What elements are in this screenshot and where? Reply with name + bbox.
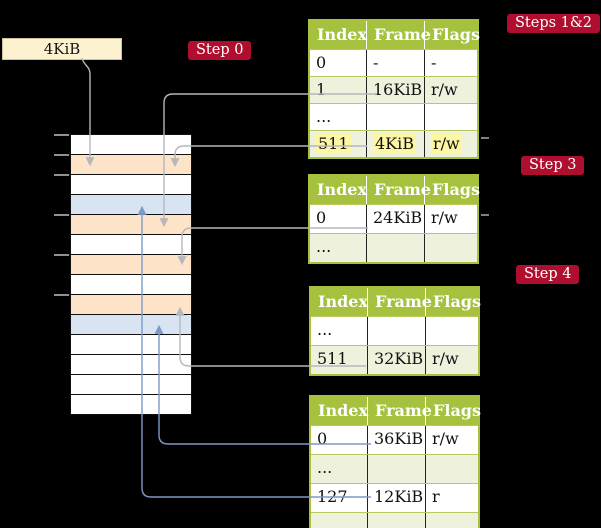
memory-frame-row-3-free <box>71 175 191 195</box>
memory-frame-row-4-data <box>71 195 191 215</box>
memory-frame-row-14-free <box>71 395 191 414</box>
column-header: Flags <box>433 401 481 420</box>
pte-cell: 0 <box>310 205 367 233</box>
pte-cell: 4KiB <box>367 131 425 157</box>
memory-frame-row-7-table <box>71 255 191 275</box>
pte-cell: - <box>431 53 437 72</box>
pte-cell: r/w <box>431 134 462 153</box>
memory-frame-row-6-free <box>71 235 191 255</box>
pte-row: 0-- <box>310 49 477 76</box>
memory-frame-row-9-table <box>71 295 191 315</box>
column-header: Index <box>310 176 367 204</box>
pte-row: ... <box>310 233 477 262</box>
pte-cell: r <box>432 487 440 506</box>
physical-memory-column <box>70 134 192 415</box>
address-tick <box>54 294 69 296</box>
pte-cell: 0 <box>310 50 367 76</box>
badge-step-3: Step 3 <box>521 156 585 175</box>
pte-cell: 16KiB <box>367 77 425 103</box>
address-tick <box>54 134 69 136</box>
column-header: Flags <box>433 292 481 311</box>
pte-cell: 32KiB <box>368 346 426 374</box>
pte-cell: ... <box>311 513 368 528</box>
badge-steps-1-2: Steps 1&2 <box>507 14 601 33</box>
pte-cell: r/w <box>432 349 459 368</box>
column-header: Frame <box>367 176 431 204</box>
memory-frame-row-8-free <box>71 275 191 295</box>
pte-cell <box>368 455 426 483</box>
pte-cell <box>425 234 477 262</box>
memory-frame-row-1-free <box>71 135 191 155</box>
memory-frame-row-5-table <box>71 215 191 235</box>
pte-cell <box>426 317 478 345</box>
pte-cell: ... <box>310 104 367 130</box>
column-header: Frame <box>368 288 432 316</box>
pte-cell <box>426 513 478 528</box>
pte-cell: 1 <box>310 77 367 103</box>
column-header: Index <box>311 288 368 316</box>
pte-cell: - <box>367 50 425 76</box>
address-tick <box>54 174 69 176</box>
pte-cell: 511 <box>311 346 368 374</box>
pte-cell <box>425 104 477 130</box>
memory-frame-row-10-data <box>71 315 191 335</box>
column-header: Flags <box>432 25 480 44</box>
pte-cell: r/w <box>431 208 458 227</box>
pte-row: ... <box>311 454 478 483</box>
pte-row: ... <box>311 316 478 345</box>
memory-frame-row-2-table <box>71 155 191 175</box>
column-header: Frame <box>368 397 432 425</box>
pte-row: ... <box>311 512 478 528</box>
memory-frame-row-13-free <box>71 375 191 395</box>
pte-cell: 0 <box>311 426 368 454</box>
pte-cell: r/w <box>432 429 459 448</box>
pte-cell: r/w <box>431 80 458 99</box>
pte-cell: 12KiB <box>368 484 426 512</box>
address-tick <box>54 154 69 156</box>
pte-cell <box>426 455 478 483</box>
pte-cell <box>367 104 425 130</box>
column-header: Index <box>310 21 367 49</box>
pte-cell: 127 <box>311 484 368 512</box>
column-header: Flags <box>432 180 480 199</box>
badge-step-4: Step 4 <box>516 265 580 284</box>
pte-cell: ... <box>311 317 368 345</box>
badge-step-0: Step 0 <box>188 41 252 60</box>
root-table-pointer-box: 4KiB <box>2 38 122 60</box>
pte-cell: 511 <box>310 131 367 157</box>
memory-frame-row-11-free <box>71 335 191 355</box>
pte-cell <box>367 234 425 262</box>
pte-cell <box>368 317 426 345</box>
column-header: Index <box>311 397 368 425</box>
pte-cell: ... <box>311 455 368 483</box>
pte-cell: 24KiB <box>367 205 425 233</box>
pte-cell: 36KiB <box>368 426 426 454</box>
pte-row: ... <box>310 103 477 130</box>
pte-cell: ... <box>310 234 367 262</box>
column-header: Frame <box>367 21 431 49</box>
pte-cell <box>368 513 426 528</box>
memory-frame-row-12-free <box>71 355 191 375</box>
address-tick <box>54 214 69 216</box>
address-tick <box>54 254 69 256</box>
